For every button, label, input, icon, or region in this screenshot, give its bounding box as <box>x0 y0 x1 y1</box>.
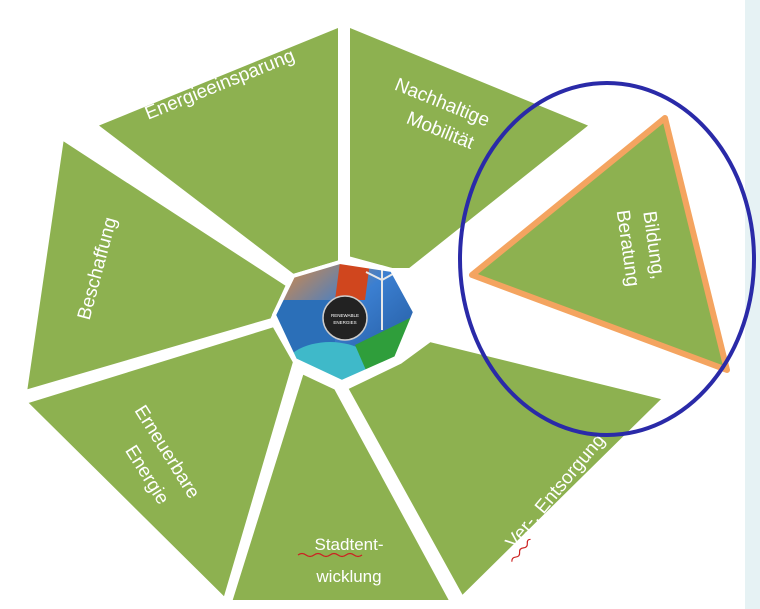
svg-text:ENERGIES: ENERGIES <box>333 320 356 325</box>
segment-bildung-beratung <box>469 115 730 373</box>
segment-beschaffung <box>23 136 290 394</box>
right-panel-strip <box>745 0 760 609</box>
label-stadtent: Stadtent- <box>315 535 384 554</box>
spellcheck-underline <box>297 552 363 558</box>
segment-stadtentwicklung <box>228 370 454 604</box>
renewable-energies-badge: RENEWABLE ENERGIES <box>322 295 368 341</box>
segment-nachhaltige-mobilitaet <box>346 23 594 272</box>
label-wicklung: wicklung <box>315 567 381 586</box>
svg-text:RENEWABLE: RENEWABLE <box>331 313 359 318</box>
spellcheck-underline-ver <box>511 538 531 562</box>
highlight-circle <box>458 81 756 437</box>
